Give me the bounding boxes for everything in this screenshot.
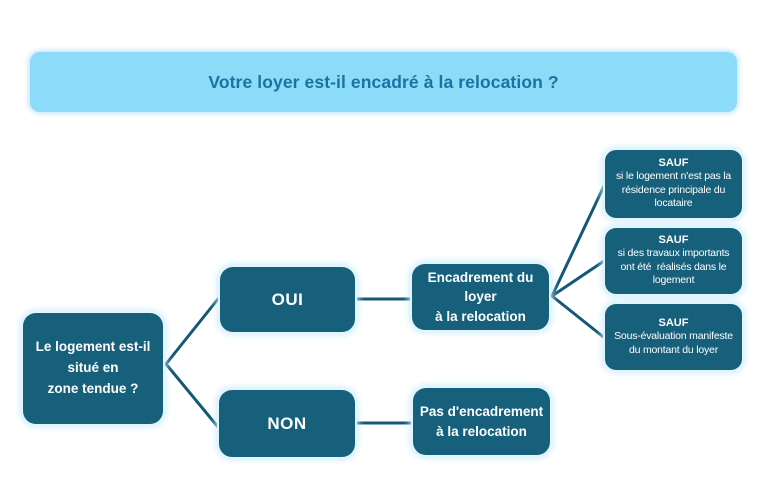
- connector-question-non: [164, 362, 220, 429]
- connector-framed-exception-1: [550, 184, 606, 298]
- pas-encadrement-text: Pas d'encadrement à la relocation: [419, 403, 544, 439]
- exception-text: si le logement n'est pas la résidence pr…: [615, 170, 732, 210]
- node-oui: OUI: [220, 267, 355, 332]
- exception-text: Sous-évaluation manifeste du montant du …: [614, 330, 733, 356]
- question-text: Le logement est-il situé en zone tendue …: [35, 339, 151, 396]
- node-pas-encadrement: Pas d'encadrement à la relocation: [413, 388, 550, 455]
- encadrement-text: Encadrement du loyer à la relocation: [427, 269, 534, 324]
- connector-question-oui: [164, 297, 220, 366]
- node-encadrement: Encadrement du loyer à la relocation: [412, 264, 549, 330]
- exception-heading: SAUF: [658, 234, 689, 247]
- exception-text: si des travaux importants ont été réalis…: [617, 247, 730, 287]
- connector-framed-exception-2: [550, 259, 606, 298]
- node-non: NON: [219, 390, 355, 457]
- node-exception-residence-principale: SAUF si le logement n'est pas la résiden…: [605, 150, 742, 218]
- title-banner: Votre loyer est-il encadré à la relocati…: [30, 52, 737, 112]
- connector-framed-exception-3: [550, 294, 608, 341]
- page-title: Votre loyer est-il encadré à la relocati…: [208, 71, 559, 92]
- node-exception-sous-evaluation: SAUF Sous-évaluation manifeste du montan…: [605, 304, 742, 370]
- exception-heading: SAUF: [658, 157, 689, 170]
- exception-heading: SAUF: [658, 317, 689, 330]
- oui-label: OUI: [271, 289, 304, 309]
- node-question-zone-tendue: Le logement est-il situé en zone tendue …: [23, 313, 163, 424]
- non-label: NON: [267, 413, 307, 433]
- node-exception-travaux-importants: SAUF si des travaux importants ont été r…: [605, 228, 742, 294]
